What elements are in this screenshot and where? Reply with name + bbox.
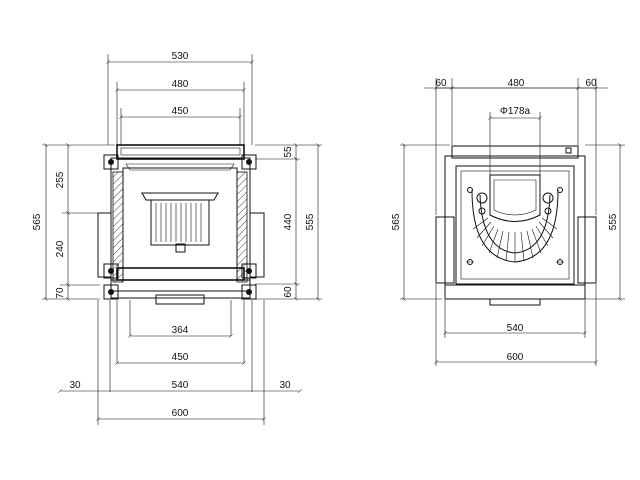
side-view: 60 480 60 Φ178a 565 555 540 600 [391,78,625,366]
front-side-panel-right [249,212,265,278]
front-dim-364: 364 [172,325,189,336]
side-dim-diameter: Φ178a [500,106,531,117]
front-dim-255: 255 [55,171,66,188]
front-dim-530: 530 [172,51,189,62]
front-dim-480: 480 [172,79,189,90]
front-dim-440: 440 [283,213,294,230]
front-dim-555: 555 [305,213,316,230]
side-dim-600: 600 [507,352,524,363]
side-panel-right [577,216,597,284]
front-corner-bolts [103,154,257,300]
front-dim-565: 565 [32,213,43,230]
front-dim-450-bottom: 450 [172,352,189,363]
front-dim-600: 600 [172,408,189,419]
front-view: 530 480 450 565 255 240 70 55 440 60 555… [32,51,322,425]
front-dim-240: 240 [55,240,66,257]
side-main-frame [444,155,586,300]
side-dim-60-left: 60 [435,78,447,89]
front-dim-540: 540 [172,380,189,391]
front-door-grate [141,192,219,253]
front-dim-450-top: 450 [172,106,189,117]
front-dim-55: 55 [283,146,294,158]
side-dim-480: 480 [508,78,525,89]
front-top-plate [116,144,245,160]
side-dim-540: 540 [507,323,524,334]
front-dim-70: 70 [55,287,66,299]
side-dim-60-right: 60 [585,78,597,89]
side-dim-555: 555 [608,213,619,230]
front-main-box [110,157,251,292]
front-dim-60: 60 [283,286,294,298]
side-dim-565: 565 [391,213,402,230]
front-dim-30-left: 30 [69,380,81,391]
side-grate-assembly [466,174,564,265]
front-dim-30-right: 30 [279,380,291,391]
